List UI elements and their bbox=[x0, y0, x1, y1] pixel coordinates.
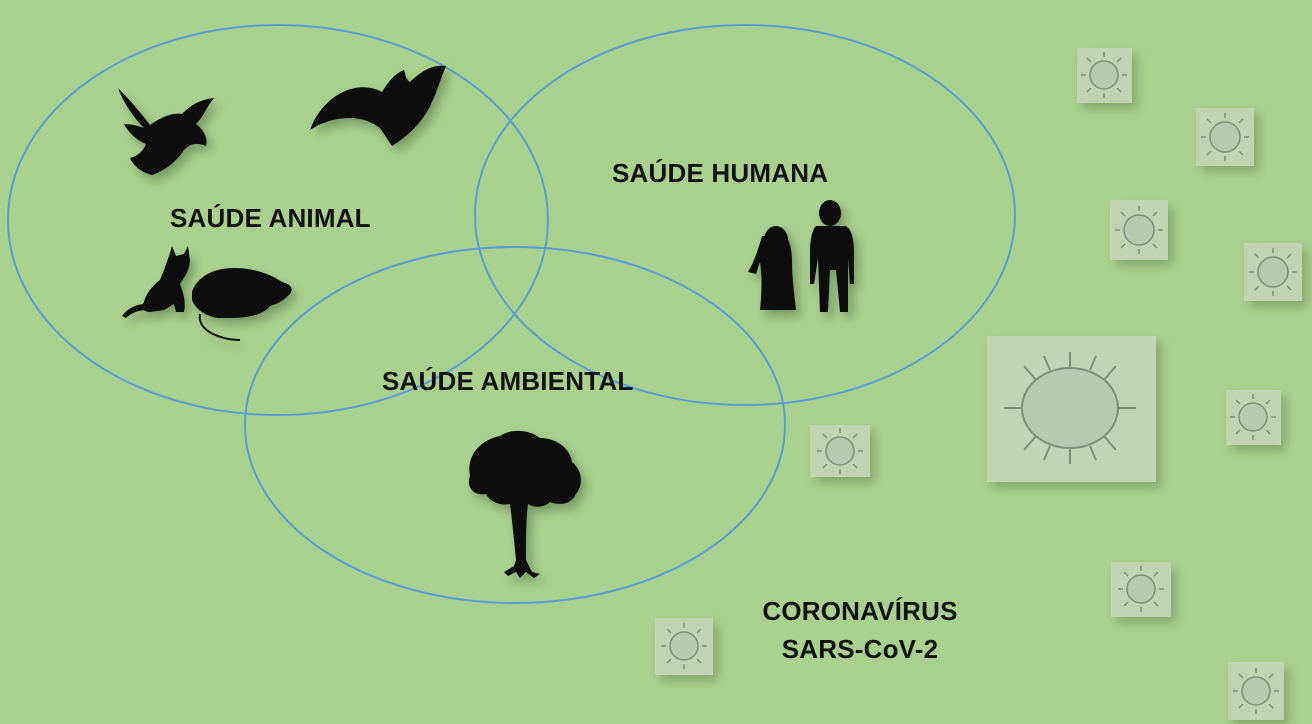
virus-tile bbox=[1077, 48, 1132, 103]
animal-health-label: SAÚDE ANIMAL bbox=[170, 203, 371, 234]
virus-caption-line2: SARS-CoV-2 bbox=[760, 630, 960, 668]
bird-icon bbox=[118, 88, 214, 175]
tree-icon bbox=[469, 431, 581, 578]
virus-tile bbox=[1228, 662, 1284, 720]
virus-caption-line1: CORONAVÍRUS bbox=[760, 592, 960, 630]
virus-tile bbox=[1244, 243, 1302, 301]
virus-caption: CORONAVÍRUS SARS-CoV-2 bbox=[760, 592, 960, 668]
man-icon bbox=[810, 200, 854, 312]
mouse-icon bbox=[192, 268, 292, 340]
virus-tile bbox=[655, 618, 713, 675]
virus-tile-large bbox=[987, 336, 1156, 482]
virus-tile bbox=[1196, 108, 1254, 166]
virus-tile bbox=[1110, 200, 1168, 260]
bat-icon bbox=[310, 66, 446, 146]
woman-icon bbox=[748, 226, 796, 310]
environmental-health-label: SAÚDE AMBIENTAL bbox=[382, 366, 633, 397]
human-health-label: SAÚDE HUMANA bbox=[612, 158, 828, 189]
cat-icon bbox=[122, 246, 190, 318]
virus-tile bbox=[810, 425, 870, 477]
virus-tile bbox=[1226, 390, 1281, 445]
virus-tile bbox=[1111, 562, 1171, 617]
human-health-circle bbox=[475, 25, 1015, 405]
